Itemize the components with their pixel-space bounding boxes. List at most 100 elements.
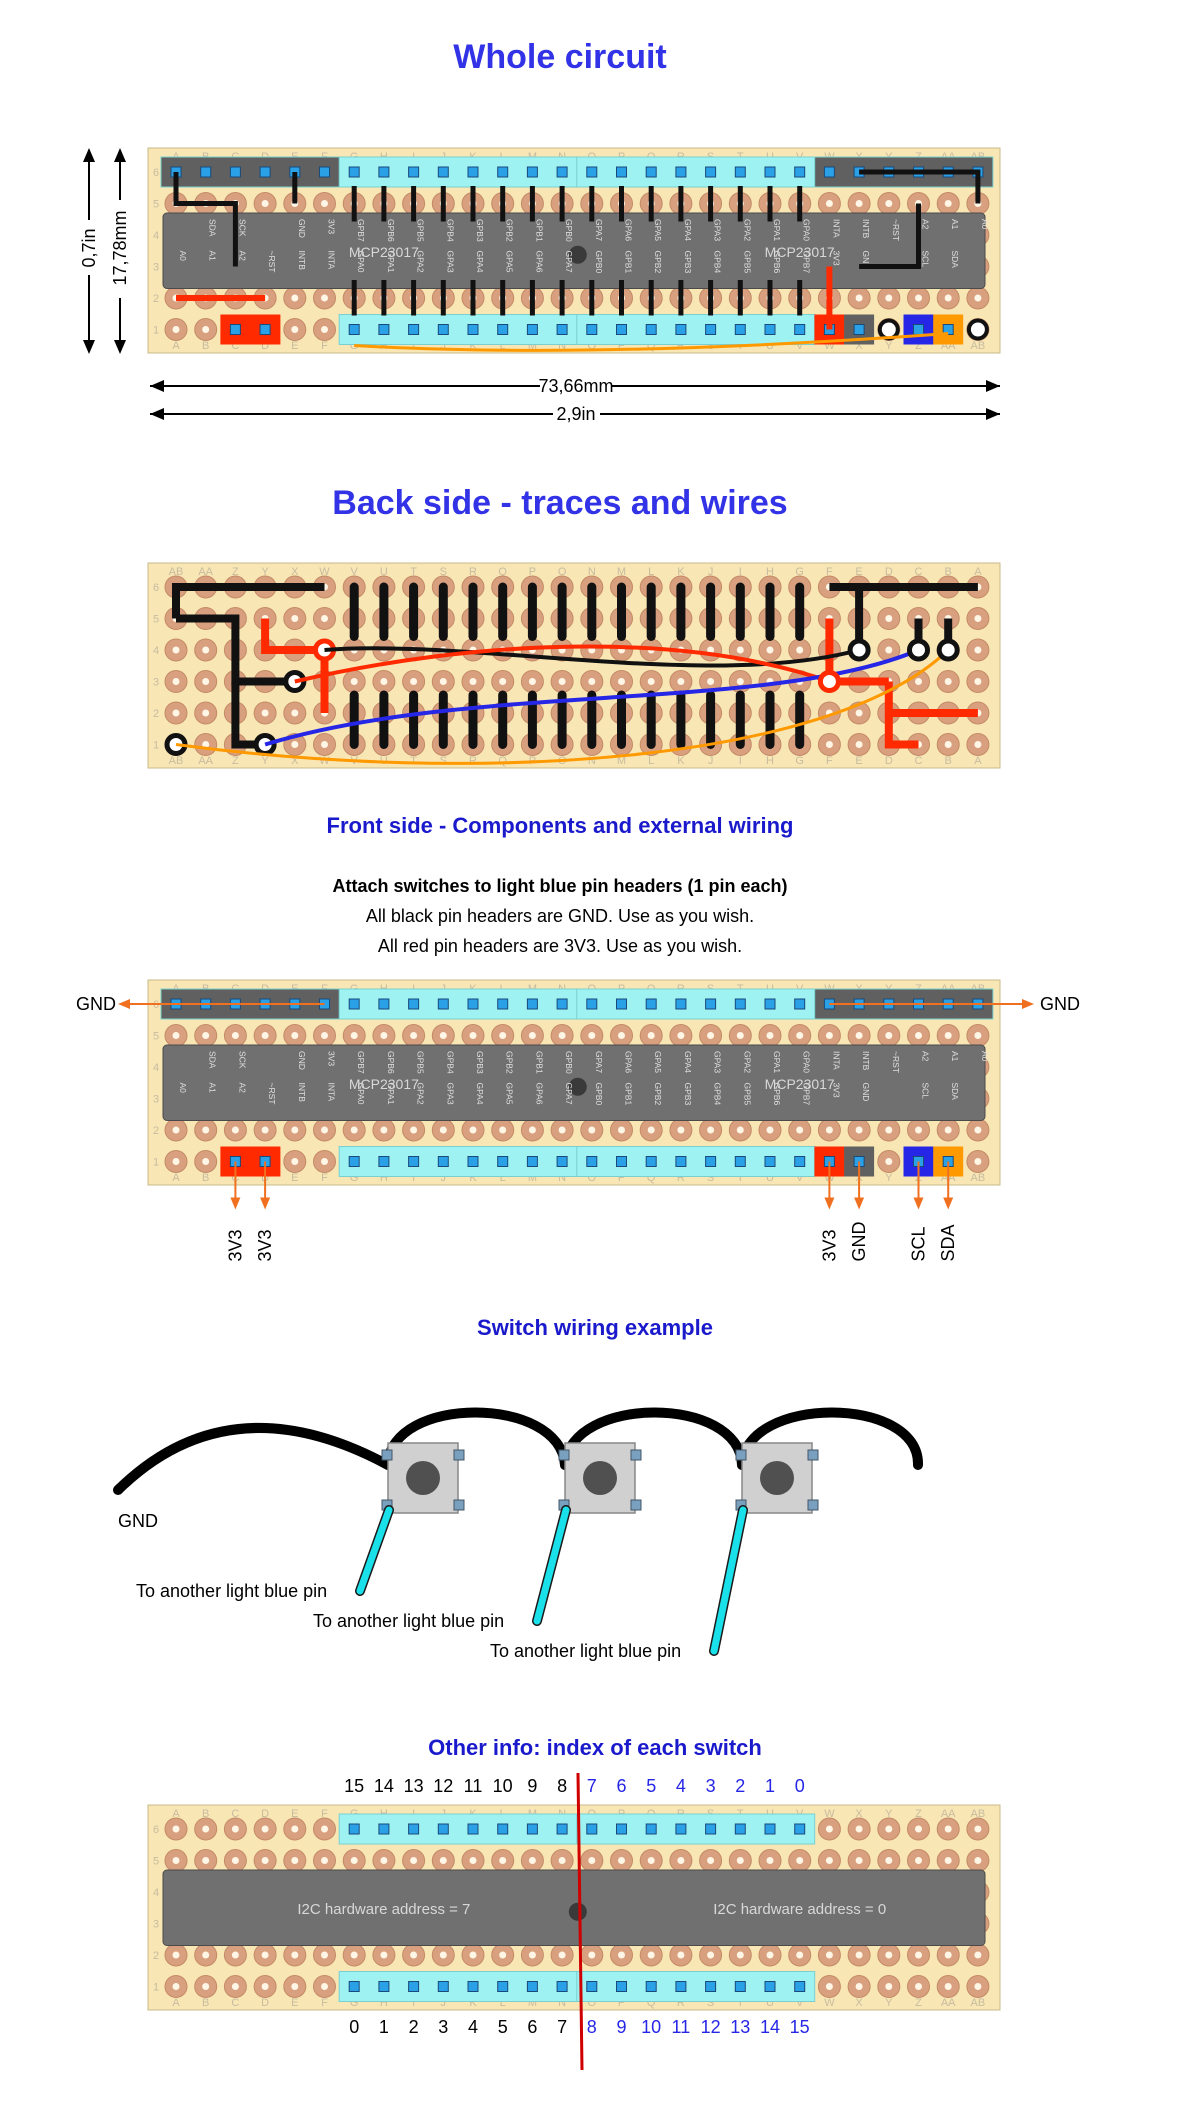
chip-pin-label: GPB5 (416, 219, 426, 242)
pad-hole (380, 1126, 388, 1134)
header-pin (497, 166, 509, 178)
switch-index-bottom: 14 (760, 2017, 780, 2037)
header-pin (408, 1156, 420, 1167)
pad-hole (796, 1951, 804, 1959)
switch-button (760, 1461, 794, 1495)
note-red-headers: All red pin headers are 3V3. Use as you … (377, 936, 743, 956)
header-pin (586, 166, 598, 178)
pad-hole (974, 1857, 982, 1864)
chip-pin-label: GPB2 (505, 1051, 515, 1074)
header-pin (437, 1981, 449, 1992)
header-pin (675, 998, 687, 1010)
pad-hole (855, 741, 863, 748)
chip-notch (568, 245, 587, 264)
chip-pin-label: GPA0 (802, 1051, 812, 1073)
column-letter-bottom: D (261, 1997, 269, 2009)
signal-wire (710, 1506, 747, 1655)
pad-hole (974, 678, 982, 685)
pad-hole (321, 294, 328, 302)
chip-pin-label: GPB5 (742, 251, 752, 274)
chip-pin-label: GPB4 (445, 219, 455, 242)
pad-hole (944, 200, 952, 207)
column-letter-bottom: W (319, 755, 330, 767)
switch-index-top: 0 (795, 1776, 805, 1796)
pad-hole (380, 1032, 388, 1039)
switch-index-top: 1 (765, 1776, 775, 1796)
column-letter-top: AA (941, 1808, 956, 1820)
pad-hole (350, 1951, 358, 1959)
header-pin (259, 324, 271, 335)
column-letter-bottom: T (737, 1997, 744, 2009)
column-letter-top: C (231, 1808, 239, 1820)
pad-hole (707, 646, 715, 654)
pad-hole (410, 1126, 418, 1134)
column-letter-top: E (855, 566, 862, 578)
column-letter-bottom: R (677, 1172, 685, 1184)
chip-pin-label: GND (861, 251, 871, 270)
switch-index-top: 3 (706, 1776, 716, 1796)
switch-index-bottom: 9 (616, 2017, 626, 2037)
switch-index-top: 11 (464, 1776, 483, 1796)
header-pin (705, 166, 717, 178)
arrow-head (83, 340, 95, 354)
header-pin (734, 1156, 746, 1167)
pad-hole (915, 1857, 922, 1864)
gnd-wire (383, 1407, 570, 1470)
chip-pin-label: GPA7 (594, 1051, 604, 1073)
chip-pin-label: GPA1 (386, 1083, 396, 1105)
gnd-wire (737, 1407, 924, 1470)
switch-index-bottom: 7 (557, 2017, 567, 2037)
column-letter-bottom: E (291, 1172, 298, 1184)
arrow-head (150, 408, 164, 420)
switch-leg (807, 1499, 819, 1511)
pad-hole (974, 1032, 982, 1039)
chip-pin-label: A1 (208, 251, 218, 262)
column-letter-bottom: P (618, 1997, 625, 2009)
column-letter-top: J (708, 566, 714, 578)
column-letter-bottom: L (648, 755, 654, 767)
row-number: 5 (153, 1856, 159, 1868)
pad-hole (944, 1951, 952, 1959)
column-letter-bottom: U (766, 1172, 774, 1184)
column-letter-bottom: B (202, 1172, 209, 1184)
header-pin (705, 324, 717, 335)
row-number: 2 (153, 293, 159, 305)
header-pin (348, 1156, 360, 1167)
header-pin (526, 998, 538, 1010)
pad-hole (202, 1825, 210, 1833)
chip-pin-label: GPB3 (475, 219, 485, 242)
pad-hole (380, 678, 388, 685)
pad-hole (766, 1032, 774, 1039)
header-pin (616, 1156, 627, 1167)
bottom-pin-label: GND (849, 1222, 869, 1262)
header-pin (229, 324, 241, 335)
wire-end (966, 318, 989, 341)
row-number: 2 (153, 1125, 159, 1137)
pad-hole (261, 1857, 269, 1864)
column-letter-bottom: F (321, 1997, 328, 2009)
pad-hole (202, 741, 210, 748)
header-pin (556, 1156, 568, 1167)
column-letter-bottom: I (412, 340, 415, 352)
chip-pin-label: SDA (950, 1083, 960, 1101)
pad-hole (261, 1032, 269, 1039)
header-pin (586, 998, 598, 1010)
pad-hole (618, 678, 625, 685)
gnd-wire (113, 1422, 393, 1495)
chip-pin-label: GPA7 (564, 251, 574, 273)
chip-notch (568, 1077, 587, 1096)
pad-hole (588, 1032, 596, 1039)
header-pin (348, 998, 360, 1010)
pad-hole (944, 294, 952, 302)
header-pin (437, 324, 449, 335)
column-letter-top: U (380, 566, 388, 578)
column-letter-bottom: N (558, 1997, 566, 2009)
column-letter-top: T (410, 566, 417, 578)
column-letter-bottom: AB (971, 1997, 986, 2009)
pad-hole (528, 678, 536, 685)
header-pin (675, 166, 687, 178)
chip-pin-label: GPB3 (683, 1083, 693, 1106)
pad-hole (172, 1857, 180, 1864)
pad-hole (321, 1857, 328, 1864)
